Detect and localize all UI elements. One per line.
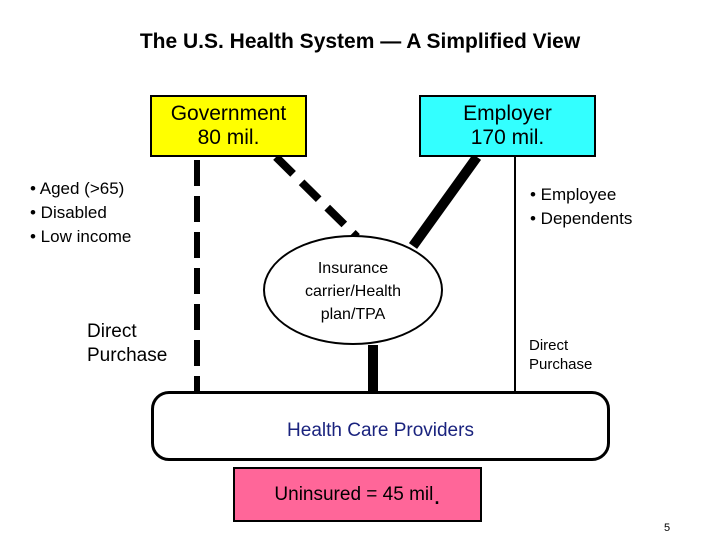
employer-count: 170 mil. xyxy=(470,126,545,149)
insurance-line: plan/TPA xyxy=(320,306,386,323)
direct-purchase-right-label: Direct Purchase xyxy=(529,336,592,374)
uninsured-box: Uninsured = 45 mil. xyxy=(233,467,482,522)
government-group-item: • Aged (>65) xyxy=(30,179,125,198)
government-group-item: • Disabled xyxy=(30,203,107,222)
direct-purchase-right-line1: Direct xyxy=(529,337,569,354)
employer-label: Employer xyxy=(463,102,552,125)
direct-purchase-left-line1: Direct xyxy=(87,321,137,342)
uninsured-label: Uninsured = 45 mil xyxy=(274,483,434,505)
employer-box: Employer 170 mil. xyxy=(419,95,596,157)
uninsured-period: . xyxy=(433,479,441,510)
government-insurance-line xyxy=(273,154,360,240)
insurance-carrier-oval: Insurance carrier/Health plan/TPA xyxy=(263,235,443,345)
direct-purchase-left-line2: Purchase xyxy=(87,345,168,366)
direct-purchase-right-line2: Purchase xyxy=(529,356,593,373)
health-care-providers-box: Health Care Providers xyxy=(151,391,610,461)
employer-groups-list: • Employee • Dependents xyxy=(530,183,632,231)
employer-group-item: • Employee xyxy=(530,185,617,204)
government-label: Government xyxy=(170,102,287,125)
employer-group-item: • Dependents xyxy=(530,209,633,228)
page-number: 5 xyxy=(664,522,671,534)
page-title: The U.S. Health System — A Simplified Vi… xyxy=(139,30,581,53)
direct-purchase-left-label: Direct Purchase xyxy=(87,320,167,368)
employer-insurance-line xyxy=(408,154,482,249)
insurance-line: carrier/Health xyxy=(304,283,402,300)
government-groups-list: • Aged (>65) • Disabled • Low income xyxy=(30,177,131,249)
government-count: 80 mil. xyxy=(197,126,260,149)
insurance-line: Insurance xyxy=(317,260,389,277)
health-care-providers-label: Health Care Providers xyxy=(287,420,474,441)
government-box: Government 80 mil. xyxy=(150,95,307,157)
government-group-item: • Low income xyxy=(30,227,132,246)
